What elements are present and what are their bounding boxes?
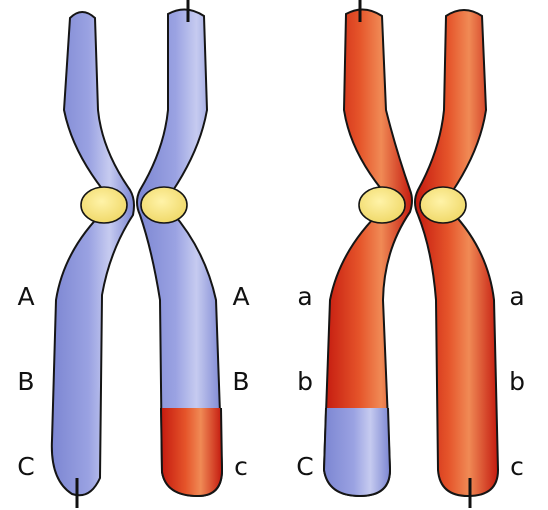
allele-label: B — [232, 367, 249, 396]
allele-label: c — [234, 452, 248, 481]
allele-label: A — [232, 282, 249, 311]
blue-left-centromere — [80, 186, 128, 224]
red-right-centromere — [419, 186, 467, 224]
allele-label: A — [17, 282, 34, 311]
blue-right-recombined-tip — [161, 408, 222, 496]
blue-left-chromatid — [50, 11, 135, 497]
allele-label: c — [510, 452, 524, 481]
allele-labels: A B C A B c a b C a b c — [17, 282, 525, 481]
allele-label: b — [297, 367, 313, 396]
red-left-centromere — [358, 186, 406, 224]
allele-label: a — [297, 282, 312, 311]
allele-label: C — [296, 452, 313, 481]
red-chromosome — [322, 0, 500, 508]
blue-right-centromere — [140, 186, 188, 224]
allele-label: C — [17, 452, 34, 481]
red-right-chromatid — [414, 9, 500, 498]
allele-label: b — [509, 367, 525, 396]
red-left-recombined-tip — [324, 408, 390, 496]
allele-label: B — [17, 367, 34, 396]
red-left-tip-outline — [322, 407, 392, 498]
blue-chromosome — [50, 0, 224, 508]
allele-label: a — [509, 282, 524, 311]
blue-right-tip-outline — [160, 407, 224, 498]
